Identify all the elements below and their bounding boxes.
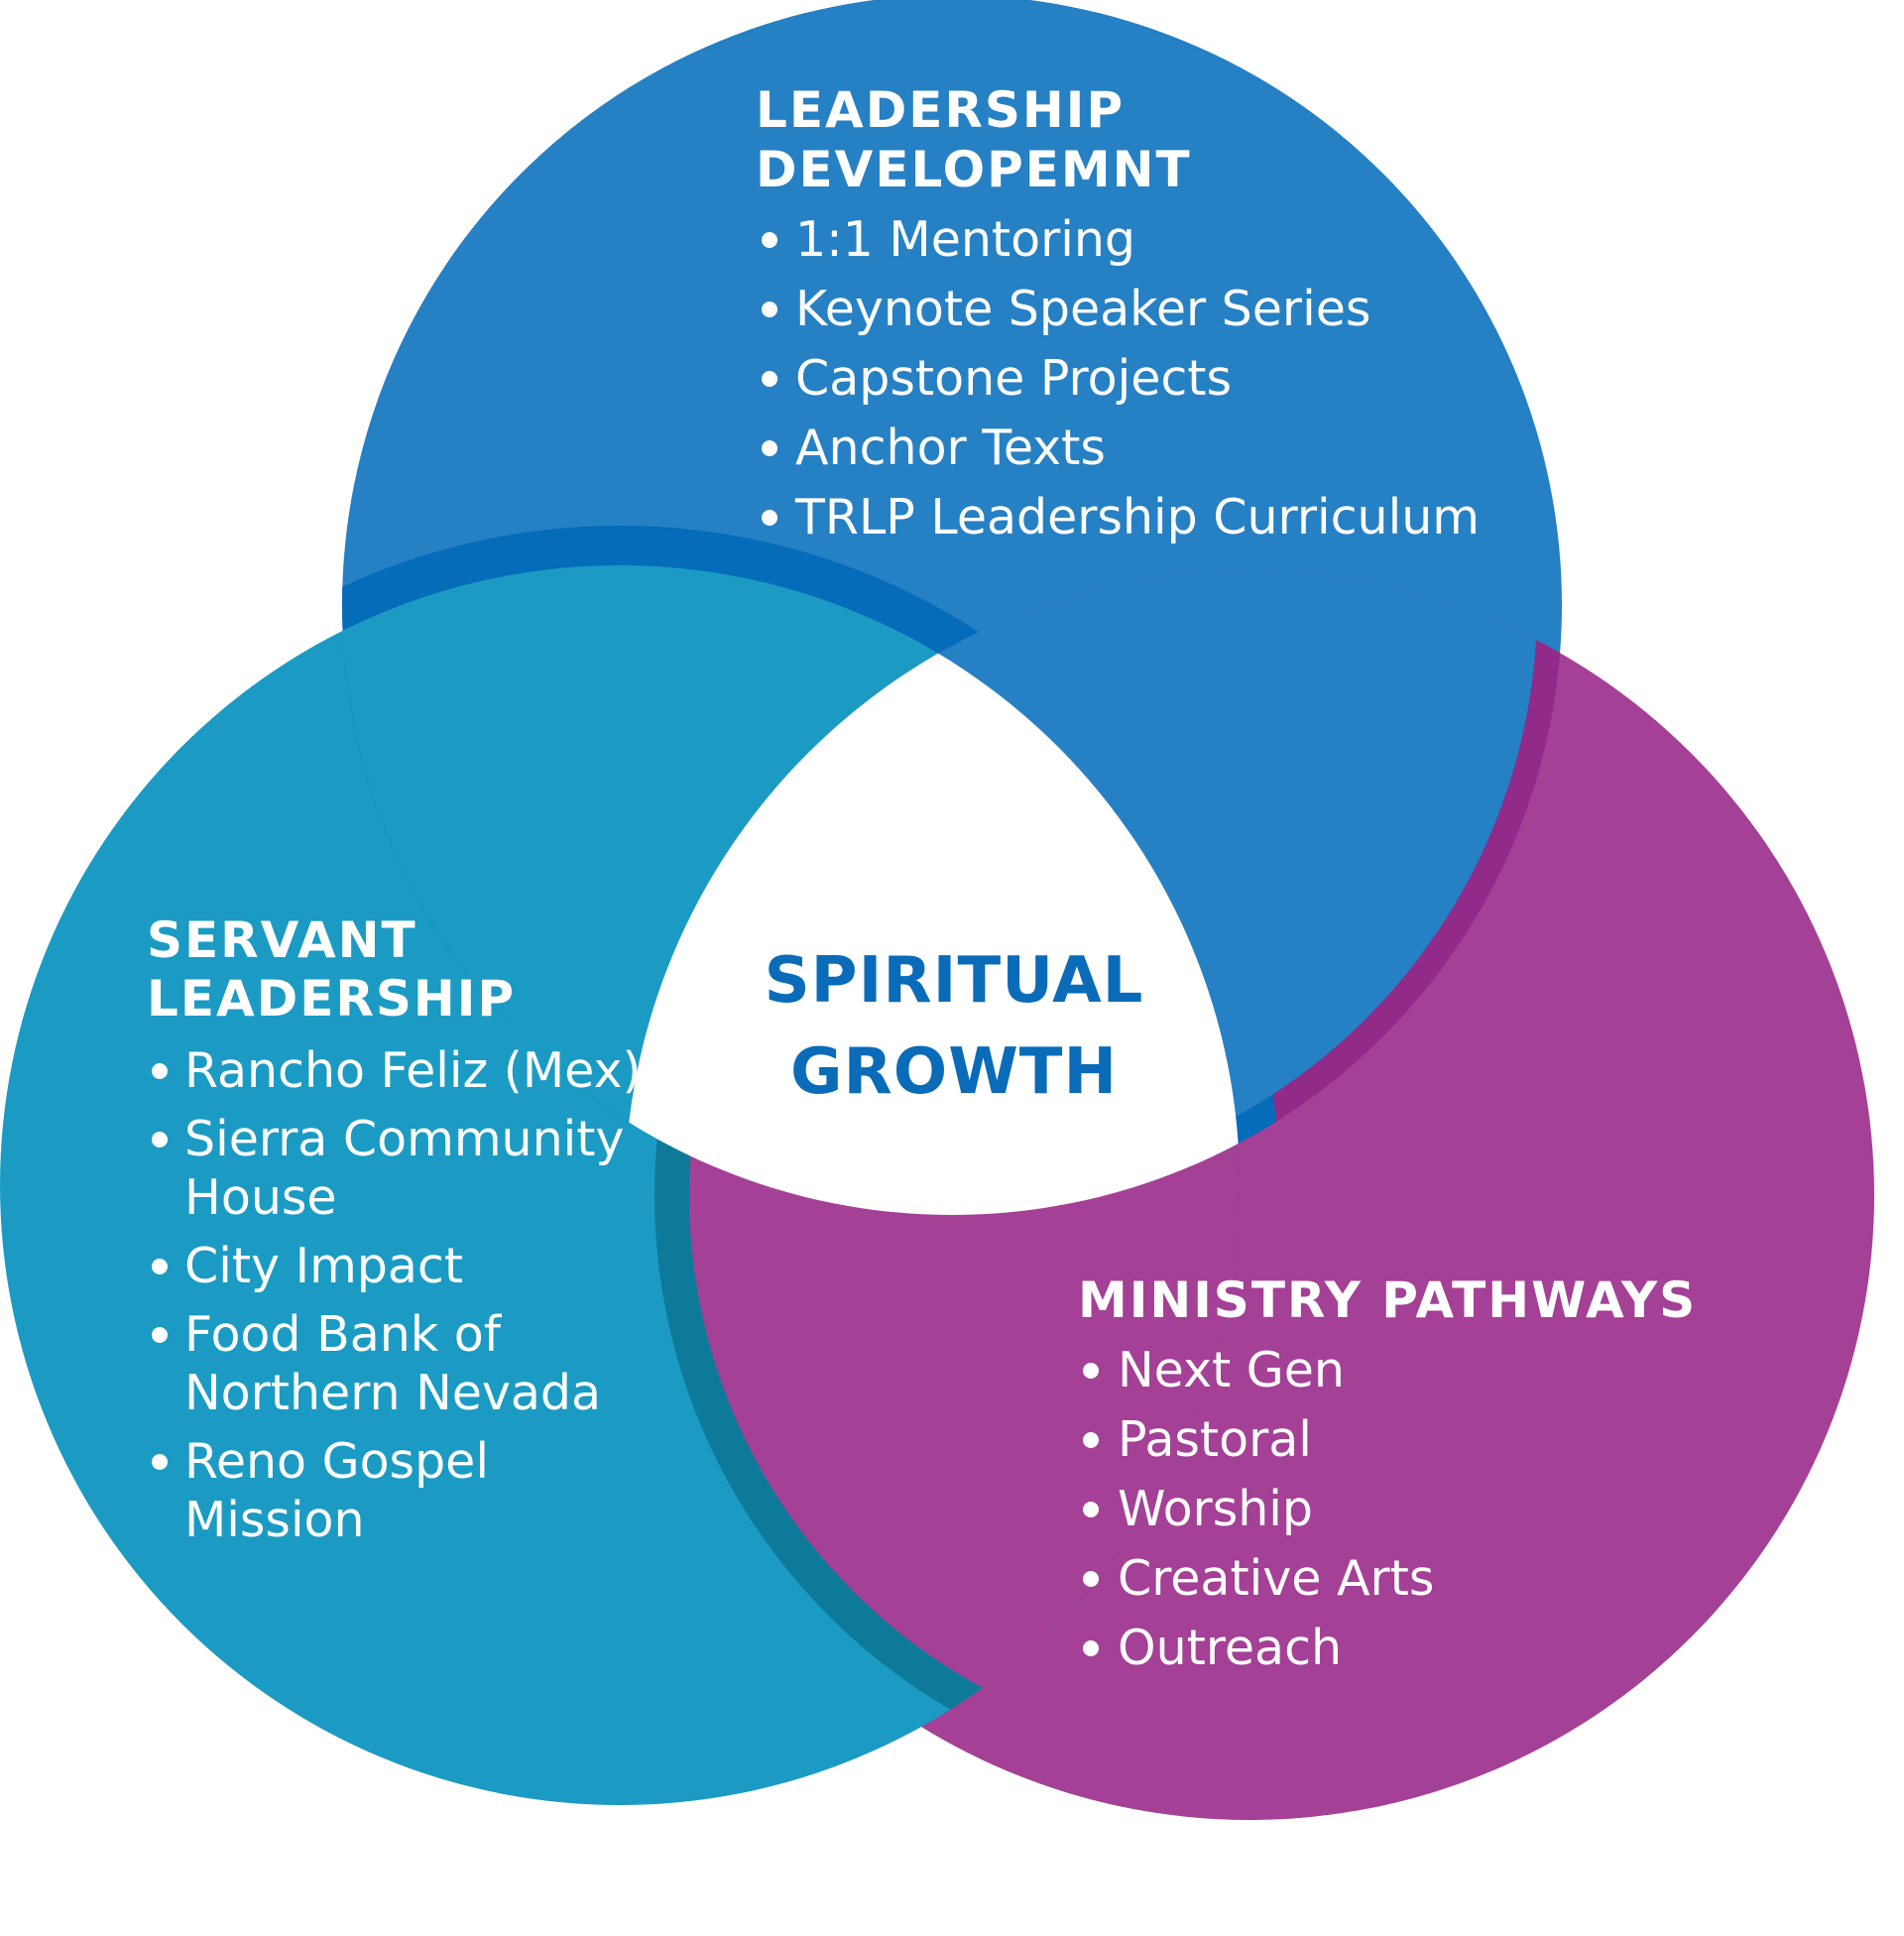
leadership-item: 1:1 Mentoring [795, 211, 1135, 268]
servant-item: House [184, 1169, 337, 1226]
ministry-item: Next Gen [1118, 1342, 1345, 1398]
bullet-icon [1083, 1640, 1099, 1656]
servant-title-line2: LEADERSHIP [147, 970, 516, 1028]
ministry-item: Outreach [1118, 1620, 1342, 1676]
bullet-icon [1083, 1363, 1099, 1379]
leadership-item: TRLP Leadership Curriculum [794, 489, 1480, 545]
bullet-icon [762, 232, 777, 248]
leadership-title-line1: LEADERSHIP [756, 81, 1125, 139]
ministry-item: Worship [1118, 1481, 1313, 1537]
leadership-item: Keynote Speaker Series [795, 281, 1370, 337]
bullet-icon [762, 371, 777, 387]
bullet-icon [152, 1259, 168, 1274]
bullet-icon [152, 1132, 168, 1148]
servant-item: Food Bank of [184, 1306, 503, 1363]
spiritual-growth-line1: SPIRITUAL [765, 944, 1144, 1018]
bullet-icon [762, 440, 777, 456]
spiritual-growth-region [625, 570, 1240, 1215]
bullet-icon [152, 1327, 168, 1343]
servant-item: Reno Gospel [184, 1433, 489, 1490]
servant-item: Rancho Feliz (Mex) [184, 1042, 642, 1099]
leadership-item: Capstone Projects [795, 350, 1232, 407]
bullet-icon [152, 1454, 168, 1470]
ministry-item: Pastoral [1118, 1411, 1312, 1468]
servant-items-list: Rancho Feliz (Mex) Sierra CommunityHouseC… [152, 1042, 642, 1548]
leadership-item: Anchor Texts [795, 420, 1106, 476]
servant-title-line1: SERVANT [147, 911, 417, 969]
bullet-icon [1083, 1502, 1099, 1517]
servant-item: City Impact [184, 1238, 463, 1294]
bullet-icon [1083, 1432, 1099, 1448]
spiritual-growth-line2: GROWTH [790, 1035, 1118, 1109]
servant-item: Sierra Community [184, 1111, 625, 1167]
servant-item: Northern Nevada [184, 1365, 601, 1421]
bullet-icon [762, 510, 777, 526]
bullet-icon [1083, 1571, 1099, 1587]
ministry-title: MINISTRY PATHWAYS [1078, 1271, 1697, 1329]
ministry-item: Creative Arts [1118, 1550, 1434, 1607]
bullet-icon [152, 1063, 168, 1079]
servant-item: Mission [184, 1492, 365, 1548]
bullet-icon [762, 302, 777, 317]
leadership-title-line2: DEVELOPEMNT [756, 141, 1192, 198]
